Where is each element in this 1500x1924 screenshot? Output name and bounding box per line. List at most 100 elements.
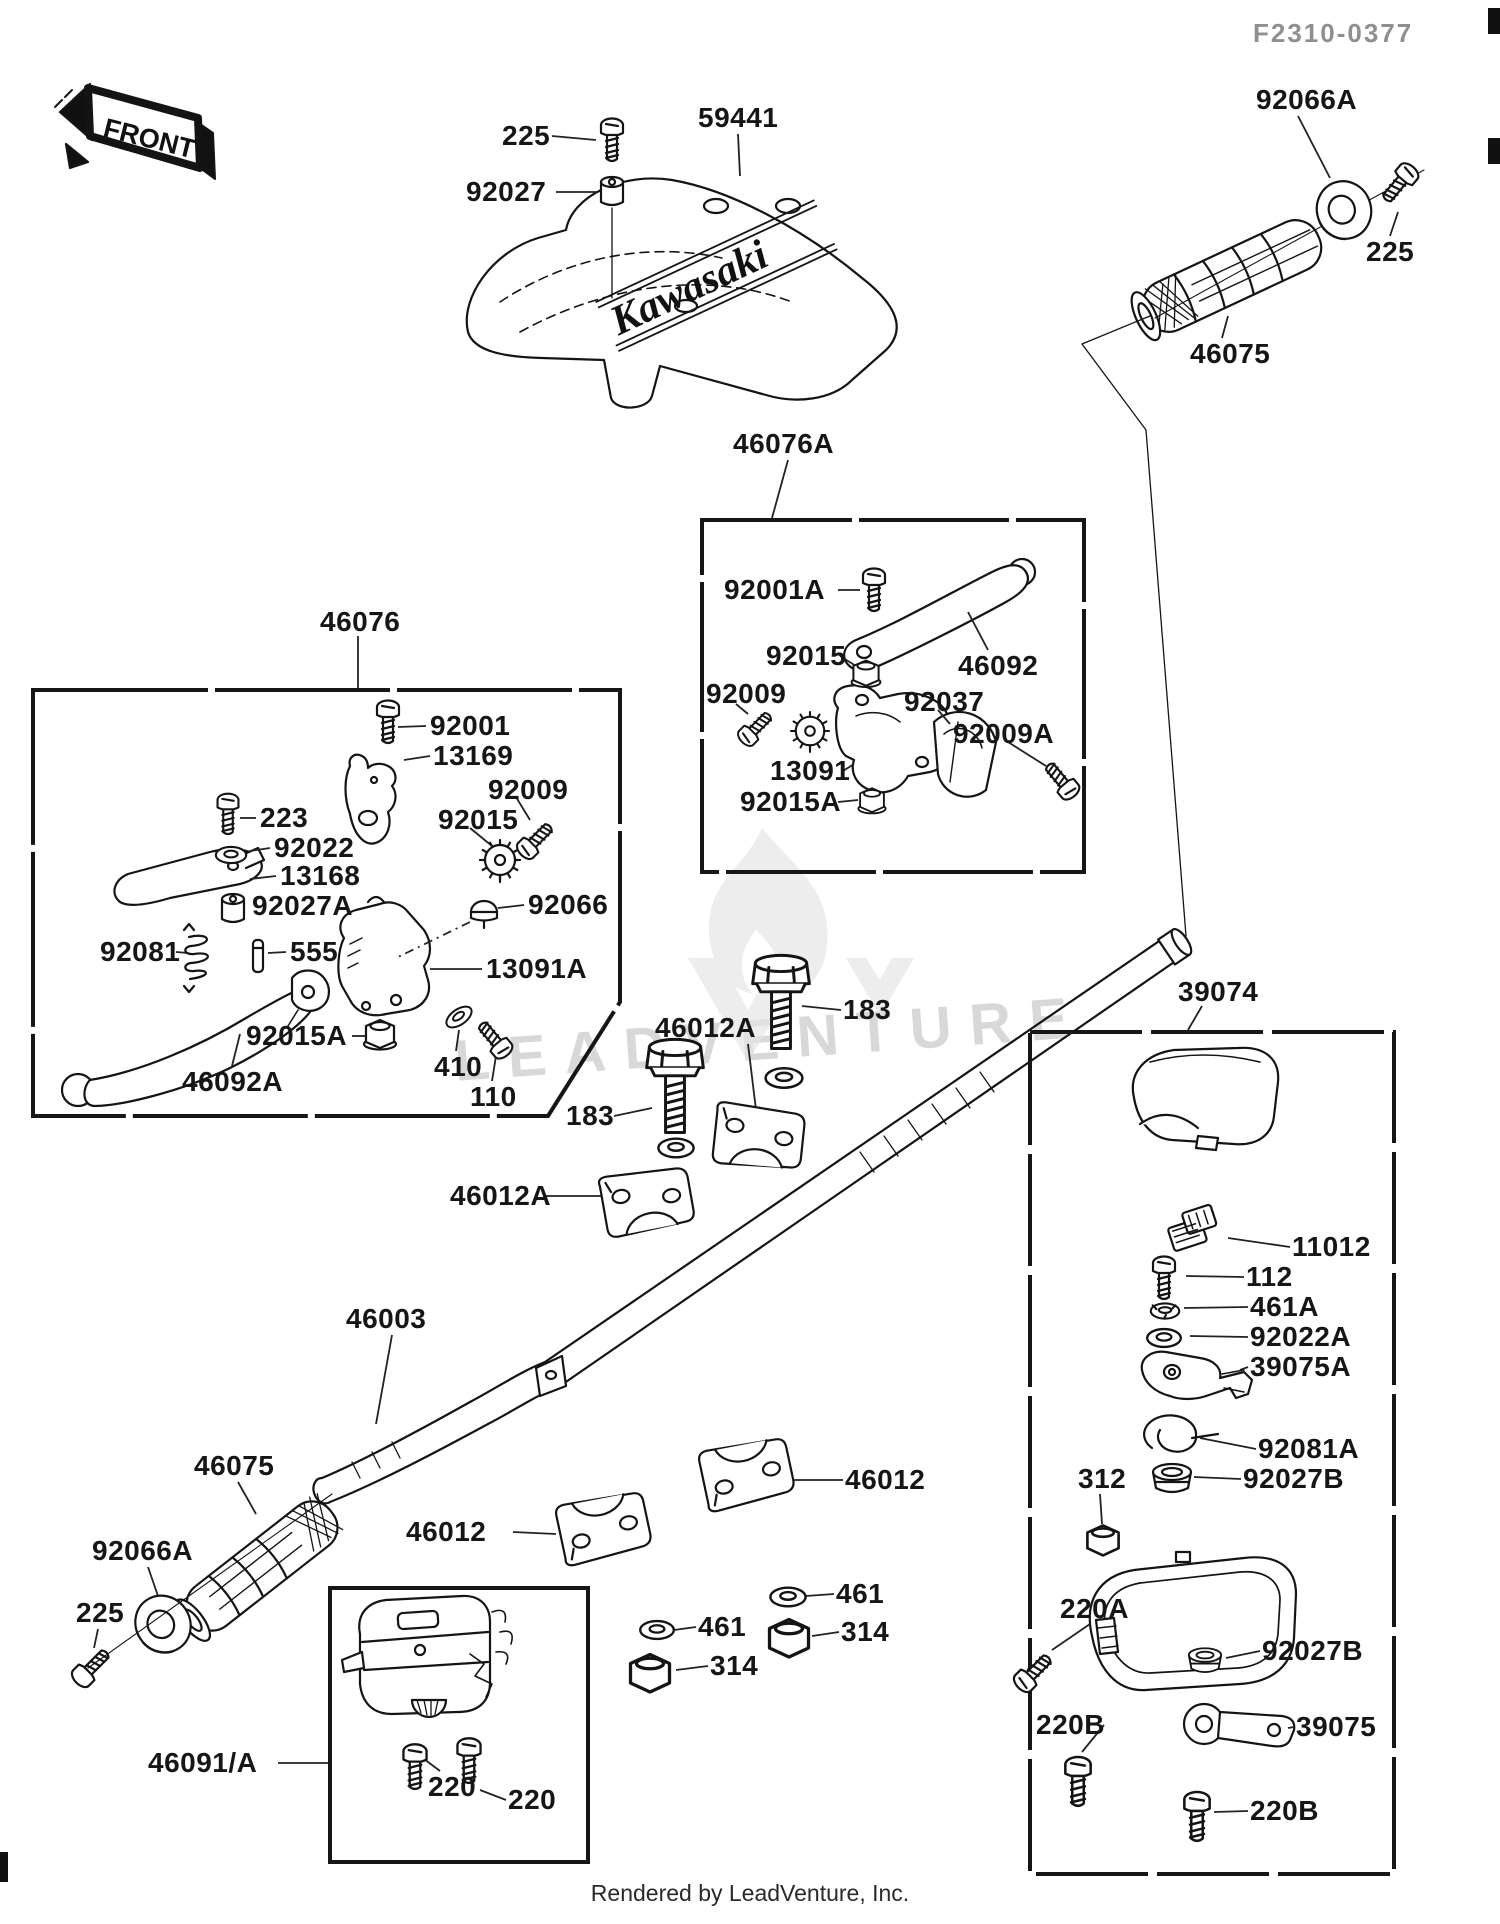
leader-line: [249, 847, 271, 852]
leader-line: [231, 1033, 241, 1067]
part-label-92001: 92001: [430, 710, 511, 741]
part-label-220B-2: 220B: [1250, 1795, 1319, 1826]
part-label-39074: 39074: [1178, 976, 1259, 1007]
hardware-washer-461-1: [769, 1586, 807, 1608]
part-label-46076A: 46076A: [733, 428, 835, 459]
part-label-92001A: 92001A: [724, 574, 826, 605]
part-label-46092A: 46092A: [182, 1066, 284, 1097]
leader-line: [515, 796, 531, 821]
leader-line: [375, 1334, 393, 1425]
hardware-washer-183-R: [764, 1066, 804, 1090]
part-label-13091: 13091: [770, 755, 851, 786]
part-label-92015A-L: 92015A: [246, 1020, 348, 1051]
hardware-flangenut-92015A-A: [857, 787, 887, 815]
part-label-92066A-2: 92066A: [92, 1535, 194, 1566]
part-label-46003: 46003: [346, 1303, 427, 1334]
hardware-flangenut-92015A-L: [362, 1018, 398, 1051]
part-label-46092: 46092: [958, 650, 1039, 681]
hardware-screw-92009A: [1044, 762, 1081, 801]
hardware-screw-92009-L: [515, 823, 553, 861]
leader-line: [455, 1029, 460, 1052]
hardware-nut-314-2: [628, 1652, 672, 1694]
hardware-screw-220B-2: [1183, 1790, 1211, 1843]
leader-line: [403, 755, 431, 761]
leader-line: [1051, 1623, 1091, 1651]
part-label-92081A: 92081A: [1258, 1433, 1360, 1464]
throttle-clip-11012-part: [1167, 1203, 1218, 1252]
leader-line: [469, 827, 493, 847]
leader-line: [735, 703, 749, 715]
part-label-461-1: 461: [836, 1578, 885, 1609]
part-label-225-2: 225: [1366, 236, 1415, 267]
hardware-bushing-92027: [599, 175, 625, 207]
leader-line: [937, 709, 951, 725]
leader-line: [771, 459, 789, 519]
hardware-pin-555: [251, 938, 265, 974]
part-label-92022A: 92022A: [1250, 1321, 1352, 1352]
leader-line: [395, 921, 471, 959]
hardware-flangenut-92015-A: [850, 659, 882, 689]
hardware-screw-92009-A: [737, 712, 772, 747]
hardware-washer-410: [445, 1005, 473, 1029]
leader-line: [747, 1043, 757, 1111]
hardware-washer-183-L: [657, 1137, 695, 1159]
part-label-183-1: 183: [566, 1100, 615, 1131]
leader-line: [1213, 1810, 1249, 1813]
handlebar-cover-part: Kawasaki: [465, 177, 898, 409]
part-label-92027B-1: 92027B: [1243, 1463, 1345, 1494]
part-label-223: 223: [260, 802, 309, 833]
hardware-clamp-46012-L: [554, 1492, 652, 1567]
leader-line: [967, 611, 989, 651]
hardware-toothdisc-92015-L: [478, 838, 522, 884]
part-label-92066: 92066: [528, 889, 609, 920]
part-label-92015-A: 92015: [766, 640, 847, 671]
part-label-183-2: 183: [843, 994, 892, 1025]
hardware-screw-225-1: [599, 117, 625, 163]
hardware-screw-110: [477, 1021, 514, 1060]
leader-line: [801, 1005, 842, 1011]
part-label-92015-L: 92015: [438, 804, 519, 835]
hardware-cup-92027B-2: [1187, 1647, 1223, 1673]
leader-line: [1239, 1366, 1249, 1371]
handlebar-part: [312, 927, 1193, 1505]
part-label-461A: 461A: [1250, 1291, 1319, 1322]
part-label-92027A: 92027A: [252, 890, 354, 921]
leader-line: [147, 1566, 159, 1597]
leader-line: [737, 133, 741, 177]
part-label-92009-A: 92009: [706, 678, 787, 709]
leader-line: [1099, 1493, 1103, 1525]
hardware-cup-92027B-1: [1151, 1462, 1193, 1494]
leader-line: [1185, 1275, 1245, 1278]
part-label-220A: 220A: [1060, 1593, 1129, 1624]
hardware-screw-220B-1: [1064, 1755, 1092, 1808]
leader-line: [237, 1481, 257, 1515]
part-label-13169: 13169: [433, 740, 514, 771]
part-label-92066A-1: 92066A: [1256, 84, 1358, 115]
leader-line: [551, 135, 597, 141]
part-label-225-1: 225: [502, 120, 551, 151]
part-label-555: 555: [290, 936, 339, 967]
part-label-92022: 92022: [274, 832, 355, 863]
leader-line: [811, 1631, 840, 1637]
leader-line: [497, 904, 525, 909]
box-46091A: [328, 1586, 590, 1864]
leader-line: [512, 1531, 557, 1535]
leader-line: [1225, 1650, 1261, 1659]
leader-line: [93, 1628, 99, 1649]
part-label-225-3: 225: [76, 1597, 125, 1628]
part-label-46012A-2: 46012A: [450, 1180, 552, 1211]
throttle-case-cover-part: [1131, 1046, 1280, 1152]
part-label-410: 410: [434, 1051, 483, 1082]
leader-line: [479, 1789, 507, 1801]
part-label-46091A: 46091/A: [148, 1747, 258, 1778]
hardware-screw-220-2: [456, 1737, 482, 1785]
box-46076: [31, 688, 622, 1118]
leader-line: [613, 1107, 653, 1117]
leader-line: [839, 655, 857, 667]
leader-line: [1199, 1437, 1257, 1450]
part-label-46075-2: 46075: [194, 1450, 275, 1481]
leader-line: [675, 1665, 709, 1671]
part-label-312: 312: [1078, 1463, 1127, 1494]
